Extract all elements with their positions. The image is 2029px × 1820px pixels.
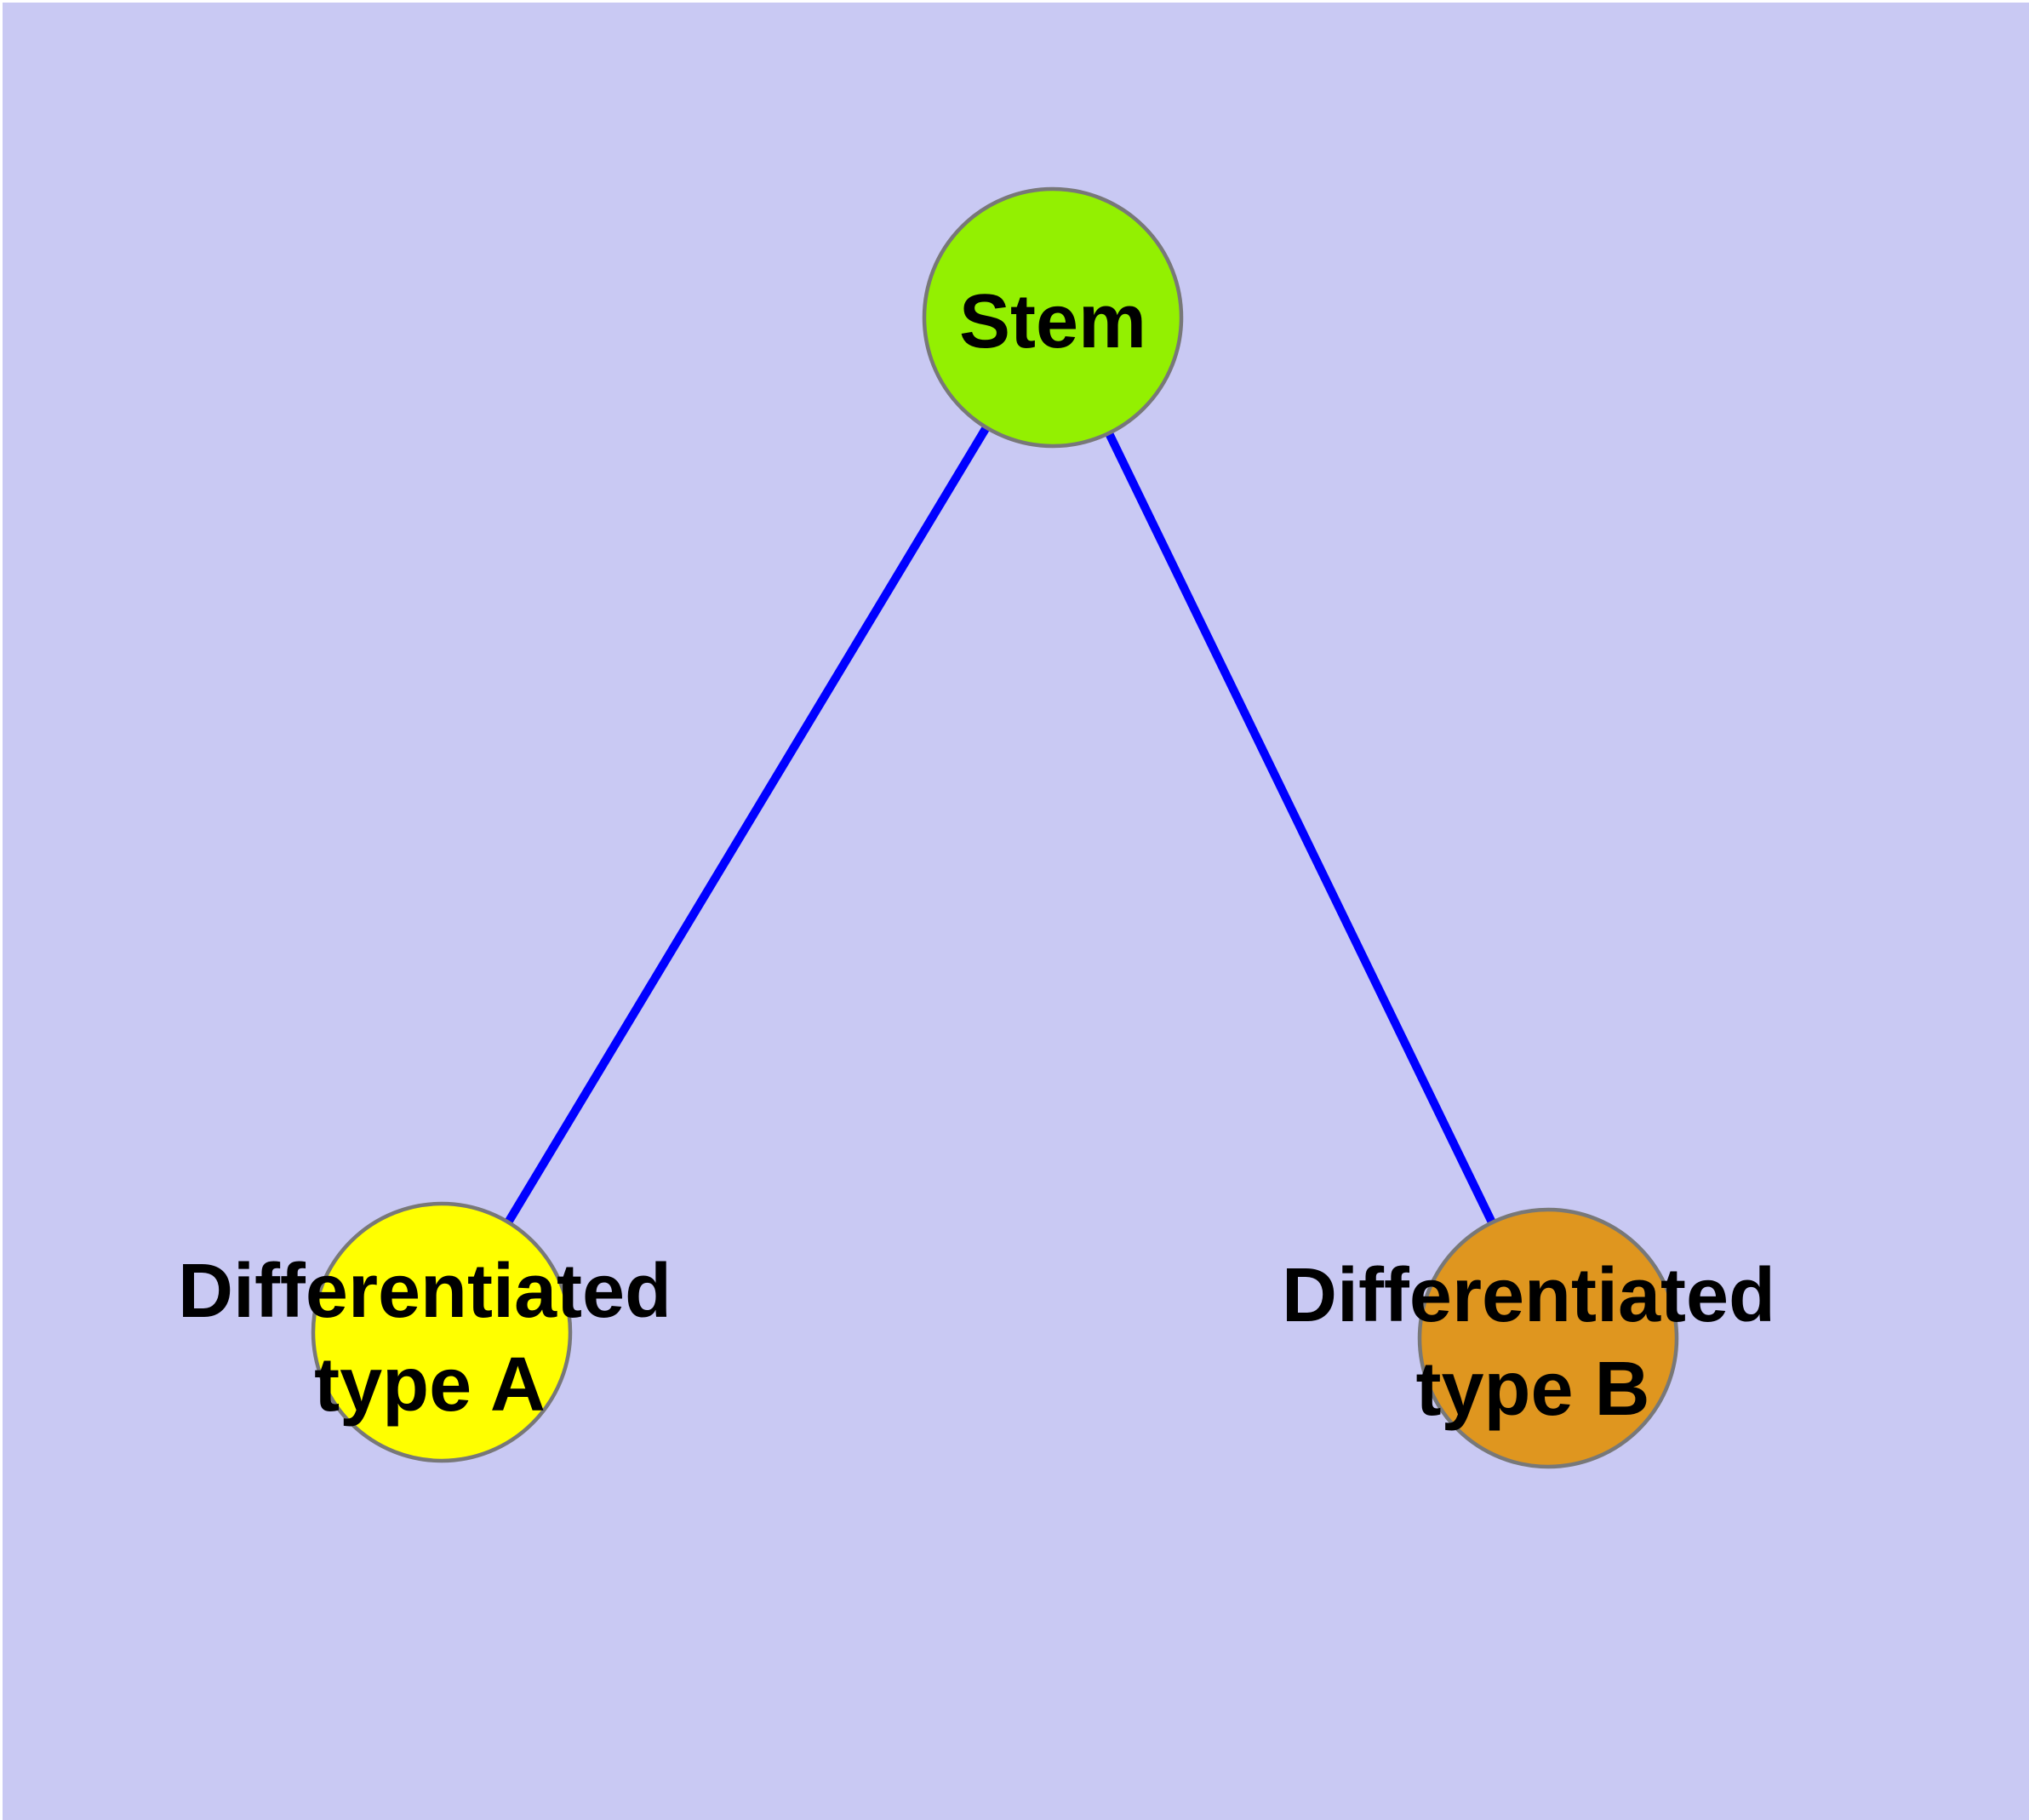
edge-stem-to-type-b — [1105, 431, 1496, 1225]
node-differentiated-type-a-label-line1: Differentiated — [178, 1249, 672, 1334]
node-differentiated-type-b: Differentiated type B — [1282, 1207, 1775, 1469]
node-differentiated-type-a-label-line2: type A — [314, 1342, 546, 1428]
node-stem-circle — [922, 186, 1184, 449]
node-differentiated-type-a: Differentiated type A — [178, 1201, 672, 1463]
node-differentiated-type-a-circle — [311, 1201, 573, 1463]
node-differentiated-type-b-circle — [1417, 1207, 1679, 1469]
node-differentiated-type-b-label-line2: type B — [1415, 1347, 1649, 1432]
node-differentiated-type-b-label-line1: Differentiated — [1282, 1253, 1775, 1338]
node-stem-label: Stem — [959, 279, 1146, 364]
node-stem: Stem — [922, 186, 1184, 449]
edge-stem-to-type-a — [504, 425, 991, 1225]
